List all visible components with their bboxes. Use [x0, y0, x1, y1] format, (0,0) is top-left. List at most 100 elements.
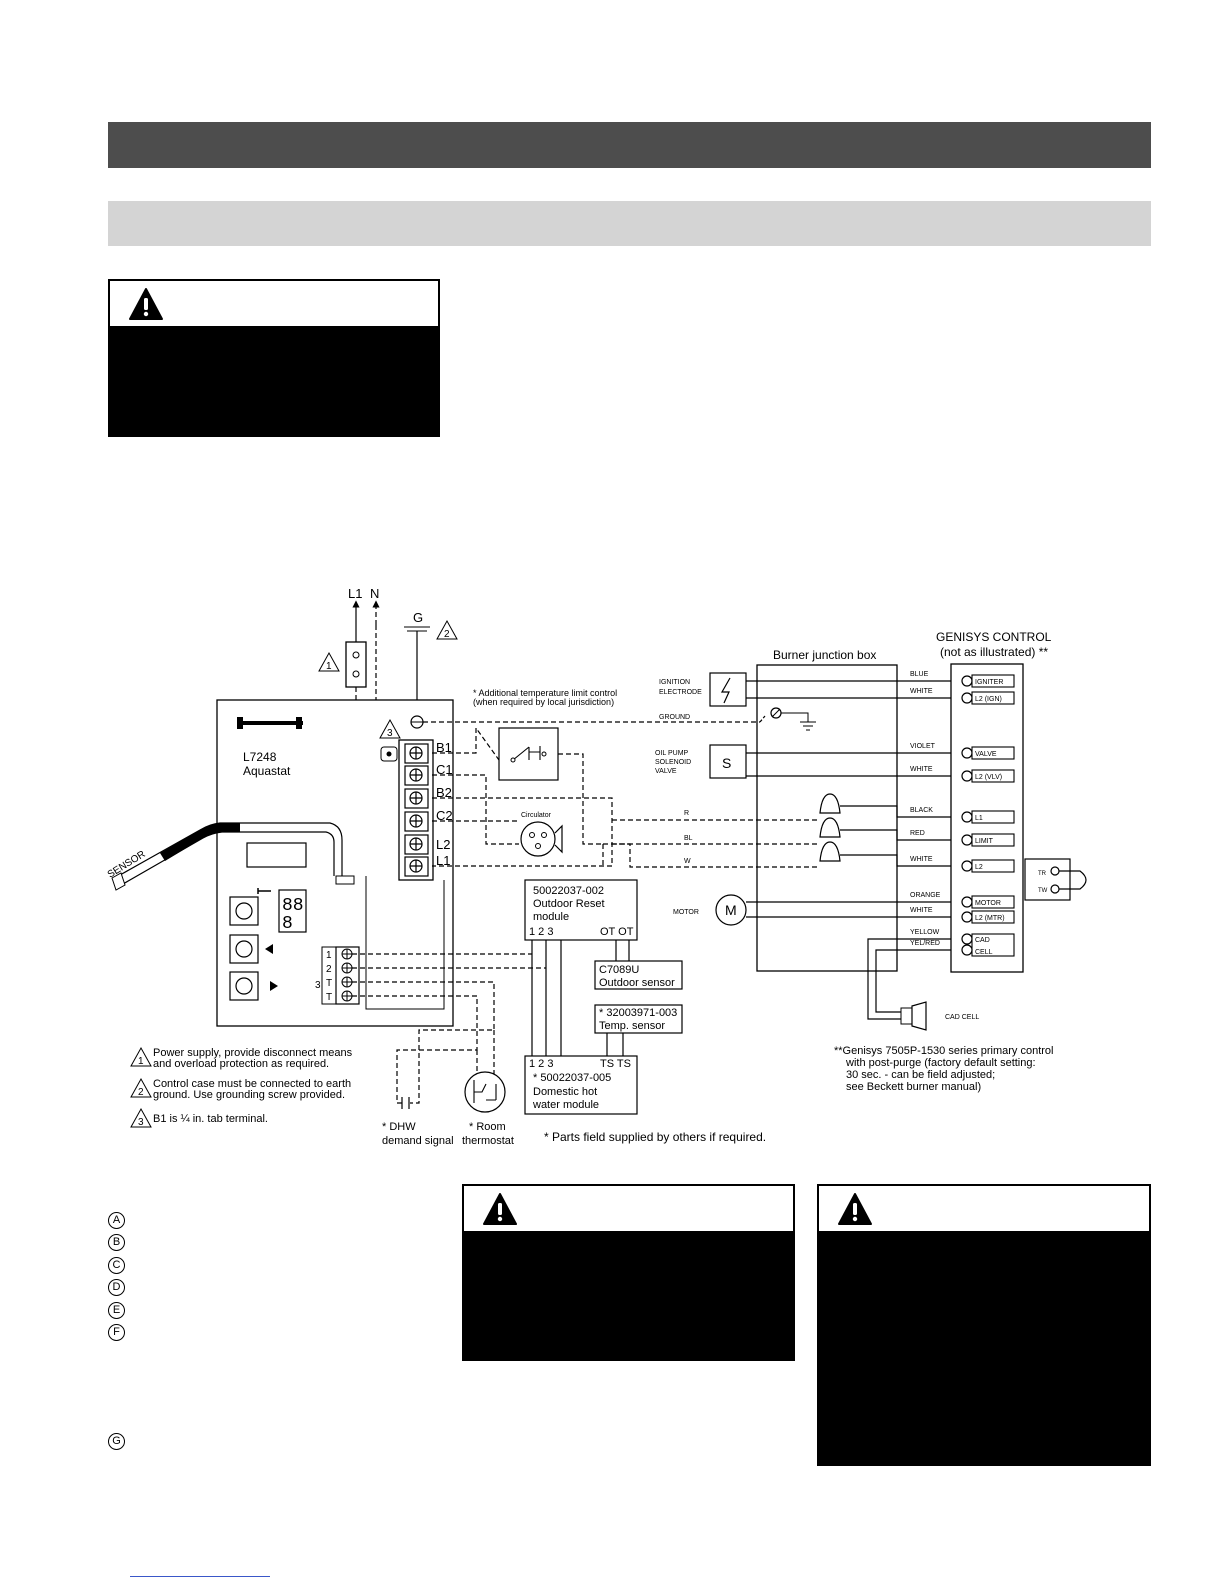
subsection-header-bar [108, 201, 1151, 246]
svg-text:W: W [684, 858, 691, 865]
svg-text:with post-purge (factory defau: with post-purge (factory default setting… [845, 1057, 1036, 1069]
svg-text:B1 is ¼ in. tab terminal.: B1 is ¼ in. tab terminal. [153, 1113, 268, 1125]
genisys-wire-color: YEL/RED [910, 940, 940, 947]
genisys-wire-color: RED [910, 830, 925, 837]
genisys-terminal-label: LIMIT [975, 838, 994, 845]
genisys-terminal-label: L1 [975, 815, 983, 822]
parts-note: * Parts field supplied by others if requ… [544, 1130, 766, 1144]
svg-text:30 sec. - can be field adjuste: 30 sec. - can be field adjusted; [846, 1069, 995, 1081]
warning-icon [483, 1193, 517, 1225]
genisys-wire-color: BLUE [910, 671, 929, 678]
svg-text:BL: BL [684, 835, 693, 842]
svg-text:1: 1 [326, 661, 332, 672]
svg-text:water module: water module [532, 1099, 599, 1111]
temp-sensor [594, 1004, 683, 1034]
svg-text:VALVE: VALVE [655, 768, 677, 775]
svg-text:88: 88 [282, 896, 304, 916]
genisys-terminal-label: L2 (MTR) [975, 915, 1005, 922]
supply-n-label: N [370, 586, 379, 601]
svg-text:T: T [326, 992, 332, 1003]
svg-text:2: 2 [138, 1087, 144, 1098]
svg-text:Outdoor sensor: Outdoor sensor [599, 977, 675, 989]
genisys-terminal-label: CELL [975, 949, 993, 956]
svg-text:S: S [722, 755, 731, 771]
notes: 1 Power supply, provide disconnect means… [130, 1046, 353, 1128]
oil-solenoid-valve [709, 744, 747, 779]
genisys-wire-color: VIOLET [910, 743, 936, 750]
svg-text:(not as illustrated) **: (not as illustrated) ** [940, 645, 1048, 659]
svg-text:CAD CELL: CAD CELL [945, 1014, 979, 1021]
svg-text:L1: L1 [436, 853, 450, 868]
svg-text:* 50022037-005: * 50022037-005 [533, 1072, 611, 1084]
genisys-wire-color: WHITE [910, 688, 933, 695]
svg-text:50022037-002: 50022037-002 [533, 885, 604, 897]
genisys-terminal-label: CAD [975, 937, 990, 944]
svg-text:2: 2 [326, 964, 332, 975]
svg-text:1 2 3: 1 2 3 [529, 926, 553, 938]
callout-letter: G [108, 1433, 125, 1450]
genisys-terminal [961, 896, 973, 908]
genisys-terminal-label: L2 (VLV) [975, 774, 1002, 781]
genisys-terminal-label: L2 (IGN) [975, 696, 1002, 703]
genisys-wire-color: WHITE [910, 856, 933, 863]
svg-text:see Beckett burner manual): see Beckett burner manual) [846, 1081, 981, 1093]
sensor-label: SENSOR [106, 849, 148, 881]
svg-text:TW: TW [1038, 888, 1048, 894]
genisys-wire-color: ORANGE [910, 892, 941, 899]
callout-letter: B [108, 1234, 125, 1251]
svg-text:TS TS: TS TS [600, 1058, 631, 1070]
disconnect-switch [345, 641, 367, 688]
ignition-electrode [709, 672, 747, 707]
burner-junction-box [756, 664, 898, 972]
callout-letter: A [108, 1212, 125, 1229]
svg-text:M: M [725, 902, 737, 918]
ground-label: G [413, 610, 423, 625]
svg-text:Power supply, provide disconne: Power supply, provide disconnect means [153, 1047, 353, 1059]
genisys-terminal [961, 770, 973, 782]
genisys-terminal [961, 933, 973, 945]
svg-text:1: 1 [326, 950, 332, 961]
svg-text:R: R [684, 810, 689, 817]
genisys-wire-color: BLACK [910, 807, 933, 814]
svg-text:IGNITION: IGNITION [659, 679, 690, 686]
svg-text:* Room: * Room [469, 1121, 506, 1133]
svg-text:module: module [533, 911, 569, 923]
genisys-title: GENISYS CONTROL [936, 630, 1052, 644]
genisys-terminal [961, 834, 973, 846]
svg-text:Domestic hot: Domestic hot [533, 1086, 597, 1098]
svg-text:C7089U: C7089U [599, 964, 639, 976]
limit-control-note: * Additional temperature limit control [473, 688, 617, 698]
callout-letter: D [108, 1279, 125, 1296]
svg-text:L2: L2 [436, 837, 450, 852]
svg-text:(when required by local jurisd: (when required by local jurisdiction) [473, 697, 614, 707]
svg-text:* DHW: * DHW [382, 1121, 416, 1133]
svg-text:T: T [326, 978, 332, 989]
svg-text:thermostat: thermostat [462, 1135, 514, 1147]
svg-text:B2: B2 [436, 785, 452, 800]
dhw-module [524, 1055, 638, 1115]
aquastat-name: Aquastat [243, 764, 291, 778]
svg-text:ground. Use grounding screw pr: ground. Use grounding screw provided. [153, 1089, 345, 1101]
genisys-wire-color: WHITE [910, 907, 933, 914]
svg-text:OT OT: OT OT [600, 926, 634, 938]
genisys-terminal [961, 811, 973, 823]
outdoor-reset-module [524, 879, 638, 941]
svg-text:3: 3 [387, 728, 393, 739]
callout-letter: F [108, 1324, 125, 1341]
circulator [520, 821, 556, 857]
burner-motor [715, 894, 747, 926]
svg-text:3: 3 [315, 980, 321, 991]
svg-text:OIL PUMP: OIL PUMP [655, 750, 689, 757]
svg-text:1 2 3: 1 2 3 [529, 1058, 553, 1070]
svg-text:Control case must be connected: Control case must be connected to earth [153, 1078, 351, 1090]
burner-box-title: Burner junction box [773, 648, 876, 662]
cad-cell [911, 1001, 927, 1031]
genisys-wire-color: YELLOW [910, 929, 940, 936]
svg-text:and overload protection as req: and overload protection as required. [153, 1058, 329, 1070]
genisys-terminal [961, 692, 973, 704]
warning-box-right [817, 1184, 1151, 1466]
warning-icon [838, 1193, 872, 1225]
svg-text:C2: C2 [436, 808, 453, 823]
warning-icon [129, 288, 163, 320]
